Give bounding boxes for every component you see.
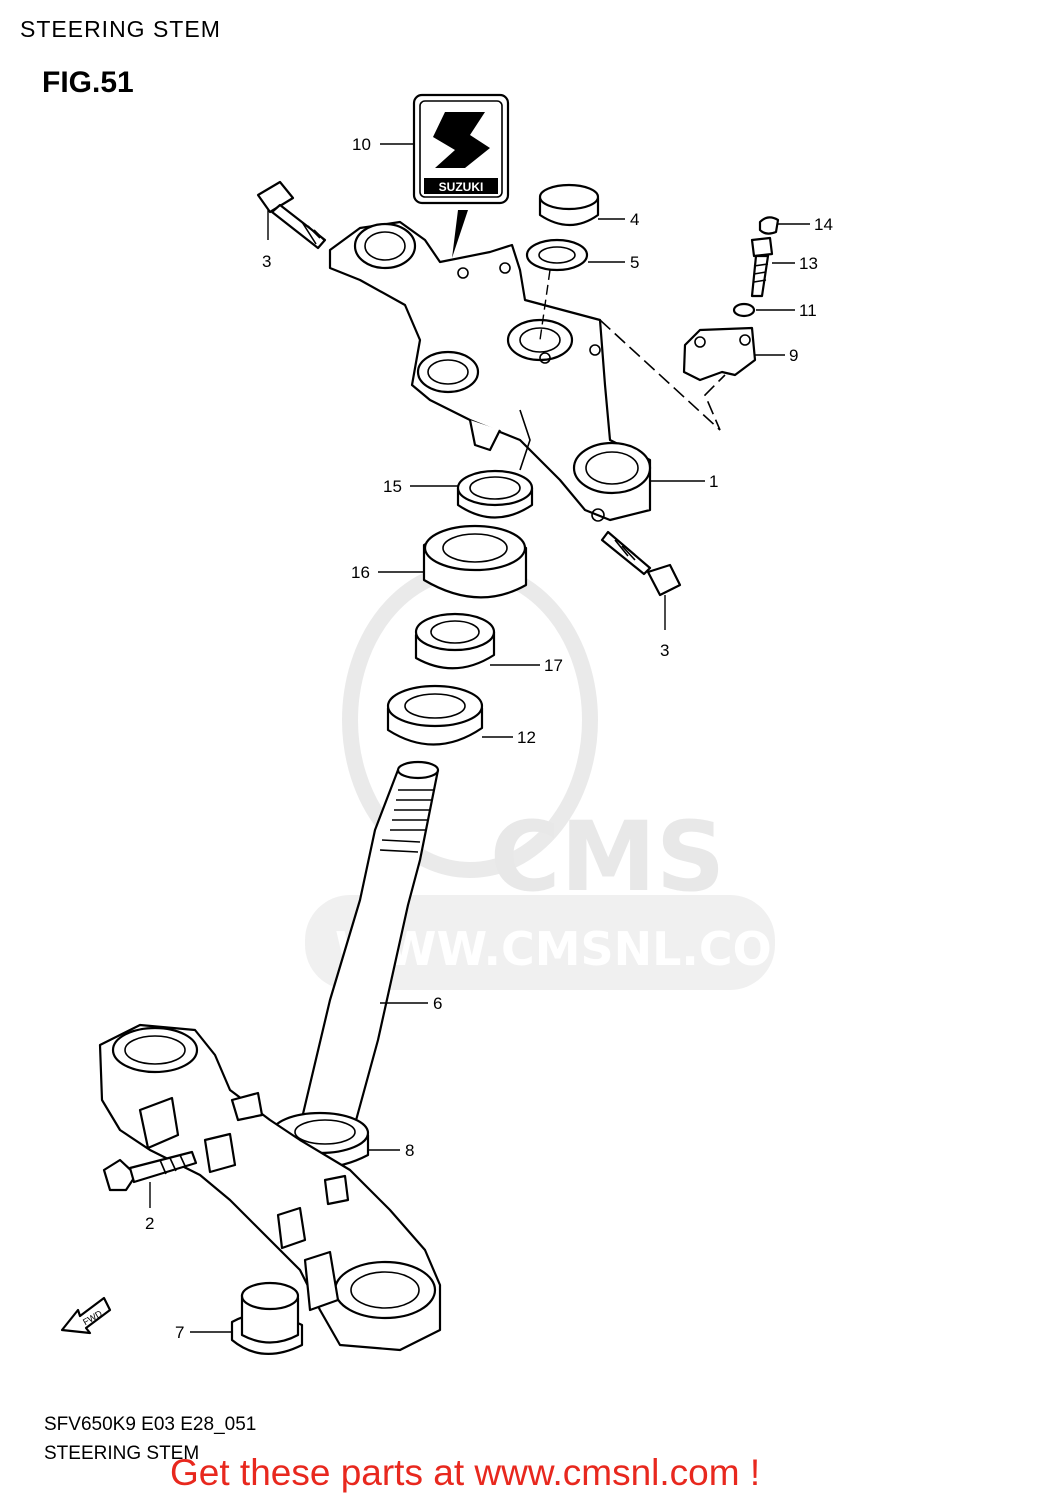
promo-banner[interactable]: Get these parts at www.cmsnl.com ! [170,1452,760,1494]
promo-link-text[interactable]: Get these parts at www.cmsnl.com ! [170,1452,761,1493]
part-10-emblem: SUZUKI [412,93,510,258]
emblem-brand-text: SUZUKI [439,180,484,194]
page-header-title: STEERING STEM [20,16,221,42]
callout-8: 8 [405,1141,414,1160]
callout-4: 4 [630,210,639,229]
watermark-url: WWW.CMSNL.COM [335,922,818,976]
part-11-washer [732,302,756,318]
part-4-cap [538,183,600,226]
callout-16: 16 [351,563,370,582]
callout-numbers: 10 3 4 5 14 13 11 9 1 15 16 3 17 12 6 8 … [145,135,833,1342]
callout-10: 10 [352,135,371,154]
callout-2: 2 [145,1214,154,1233]
watermark-logo: CMS [490,801,725,913]
callout-5: 5 [630,253,639,272]
part-16-seal [422,524,528,599]
cms-watermark: CMS WWW.CMSNL.COM [305,562,818,990]
footer-title: STEERING STEM [44,1443,200,1464]
fwd-direction-arrow: FWD [60,1296,112,1335]
diagram-code: SFV650K9 E03 E28_051 [44,1414,257,1435]
figure-number: FIG.51 [42,66,134,99]
part-9-clamp [682,326,757,382]
callout-15: 15 [383,477,402,496]
part-7-cap [230,1281,304,1355]
part-3-lower-bolt [600,530,682,597]
callout-9: 9 [789,346,798,365]
part-12-bearing [386,684,484,746]
callout-6: 6 [433,994,442,1013]
callout-3-upper: 3 [262,252,271,271]
part-1-upper-bracket [328,220,726,522]
part-3-upper-bolt [256,180,327,250]
callout-17: 17 [544,656,563,675]
leader-lines [149,143,810,1333]
callout-14: 14 [814,215,833,234]
part-2-bolt [102,1150,198,1192]
part-13-bolt [750,236,774,298]
callout-3-lower: 3 [660,641,669,660]
callout-13: 13 [799,254,818,273]
callout-12: 12 [517,728,536,747]
part-14-cap [758,216,780,235]
part-15-nut [456,469,534,519]
callout-1: 1 [709,472,718,491]
part-17-bearing [414,612,496,670]
callout-11: 11 [799,301,817,320]
part-5-washer [525,238,589,272]
lower-bracket [98,1023,442,1352]
callout-7: 7 [175,1323,184,1342]
